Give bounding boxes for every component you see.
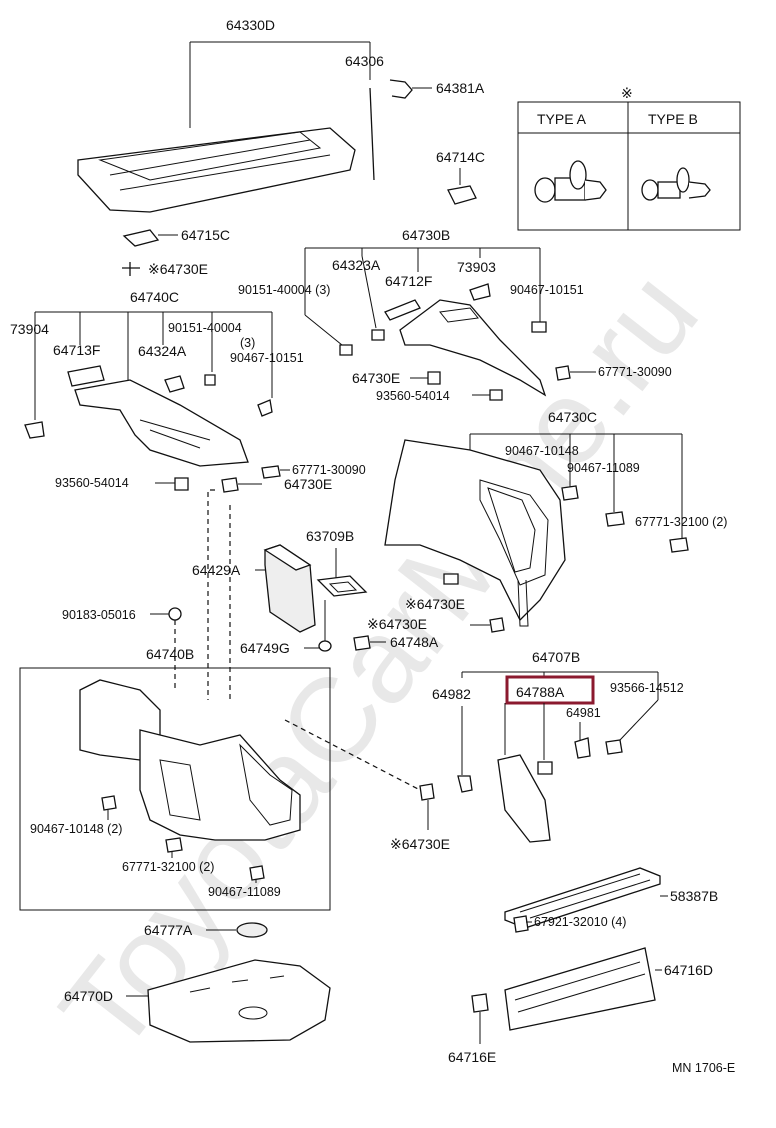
label-64730e-d: ※64730E	[405, 596, 465, 612]
clip-64716e	[471, 993, 489, 1013]
label-67771-30090-b: 67771-30090	[598, 365, 672, 379]
label-67921-32010: 67921-32010 (4)	[534, 915, 626, 929]
label-64716e: 64716E	[448, 1049, 496, 1065]
label-67771-30090-a: 67771-30090	[292, 463, 366, 477]
label-93560-54014-b: 93560-54014	[376, 389, 450, 403]
label-64740b: 64740B	[146, 646, 194, 662]
label-90467-10148-b: 90467-10148 (2)	[30, 822, 122, 836]
label-64730e-e: ※64730E	[367, 616, 427, 632]
label-93566-14512: 93566-14512	[610, 681, 684, 695]
label-64324a: 64324A	[138, 343, 187, 359]
label-90151-40004-a: 90151-40004 (3)	[238, 283, 330, 297]
label-90467-11089-b: 90467-11089	[208, 885, 281, 899]
label-64715c: 64715C	[181, 227, 230, 243]
label-64429a: 64429A	[192, 562, 241, 578]
type-b-clip-icon	[641, 167, 711, 201]
label-73904: 73904	[10, 321, 49, 337]
label-64306: 64306	[345, 53, 384, 69]
quarter-panel-trim-64730c	[384, 439, 566, 627]
label-64748a: 64748A	[390, 634, 439, 650]
label-64777a: 64777A	[144, 922, 193, 938]
label-64770d: 64770D	[64, 988, 113, 1004]
label-64716d: 64716D	[664, 962, 713, 978]
clip-64981	[574, 737, 591, 759]
type-a-label: TYPE A	[537, 111, 587, 127]
clip-64381a	[389, 79, 413, 99]
label-90183-05016: 90183-05016	[62, 608, 136, 622]
label-64730e-c: 64730E	[352, 370, 400, 386]
clip-type-legend: ※ TYPE A TYPE B	[517, 85, 741, 231]
screw-93566-14512	[605, 739, 623, 755]
cap-64777a	[236, 922, 268, 938]
label-90467-10151-a: 90467-10151	[510, 283, 584, 297]
label-64712f: 64712F	[385, 273, 432, 289]
clip-64982	[457, 775, 473, 793]
type-a-clip-icon	[534, 160, 607, 203]
label-90467-11089-a: 90467-11089	[567, 461, 640, 475]
label-64323a: 64323A	[332, 257, 381, 273]
bracket-64714c	[447, 185, 477, 205]
label-90151-40004-b-qty: (3)	[240, 336, 255, 350]
legend-marker: ※	[621, 85, 633, 101]
label-90467-10148-a: 90467-10148	[505, 444, 579, 458]
label-64714c: 64714C	[436, 149, 485, 165]
rear-trim-64740b	[79, 679, 301, 841]
label-90151-40004-b: 90151-40004	[168, 321, 242, 335]
support-rod-64306	[369, 87, 375, 181]
label-73903: 73903	[457, 259, 496, 275]
label-64707b: 64707B	[532, 649, 580, 665]
label-64381a: 64381A	[436, 80, 485, 96]
diagram-code: MN 1706-E	[672, 1061, 735, 1075]
label-64788a: 64788A	[516, 684, 565, 700]
inset-box-64740b	[19, 667, 331, 911]
label-64981: 64981	[566, 706, 601, 720]
cover-64707b	[497, 754, 551, 843]
side-trim-64730b	[339, 283, 547, 397]
label-64730e-a: ※64730E	[148, 261, 208, 277]
cover-64715c	[122, 229, 160, 247]
scuff-plate-58387b	[504, 867, 661, 929]
label-90467-10151-b: 90467-10151	[230, 351, 304, 365]
type-b-label: TYPE B	[648, 111, 698, 127]
label-58387b: 58387B	[670, 888, 718, 904]
clip-64730e-a	[122, 262, 140, 276]
label-64330d: 64330D	[226, 17, 275, 33]
label-67771-32100-a: 67771-32100 (2)	[635, 515, 727, 529]
label-64713f: 64713F	[53, 342, 100, 358]
label-64730e-f: ※64730E	[390, 836, 450, 852]
label-64740c: 64740C	[130, 289, 179, 305]
bracket-63709b	[316, 575, 368, 597]
label-64982: 64982	[432, 686, 471, 702]
label-64730c: 64730C	[548, 409, 597, 425]
cap-64788a	[537, 761, 553, 775]
highlight-box-64788a	[505, 675, 595, 705]
label-93560-54014-a: 93560-54014	[55, 476, 129, 490]
label-64749g: 64749G	[240, 640, 290, 656]
label-64730e-b: 64730E	[284, 476, 332, 492]
side-trim-64740c	[24, 365, 273, 467]
label-67771-32100-b: 67771-32100 (2)	[122, 860, 214, 874]
trim-panel-64716d	[504, 947, 656, 1031]
floor-mat-64770d	[147, 959, 331, 1043]
label-63709b: 63709B	[306, 528, 354, 544]
package-tray	[77, 127, 356, 213]
label-64730b: 64730B	[402, 227, 450, 243]
